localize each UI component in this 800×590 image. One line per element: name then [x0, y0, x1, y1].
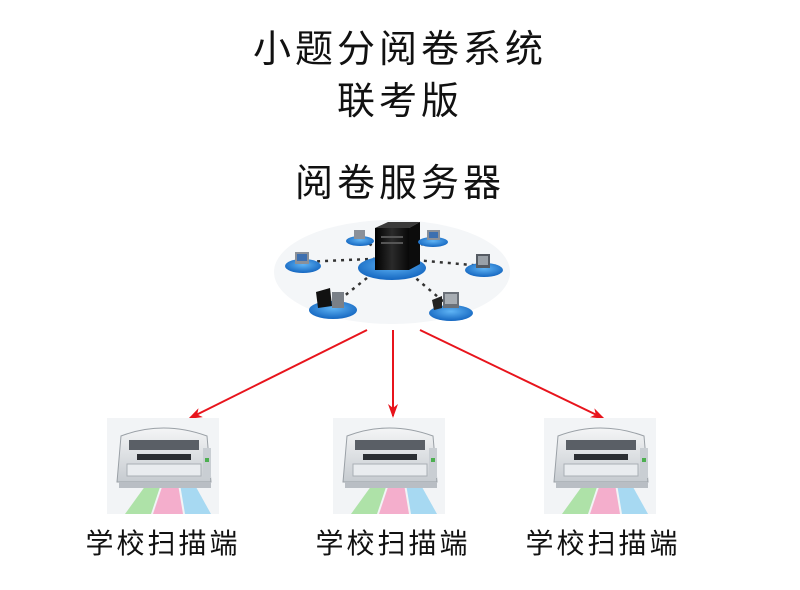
server-label: 阅卷服务器 [294, 161, 505, 205]
document-scanner-icon [333, 418, 445, 514]
distribution-arrows [188, 329, 605, 419]
client-node [346, 230, 374, 246]
client-node [418, 230, 448, 247]
document-scanner-icon [544, 418, 656, 514]
document-scanner-icon [107, 418, 219, 514]
arrow-to-scanner-1 [188, 329, 368, 419]
scanner-label-2: 学校扫描端 [315, 527, 471, 560]
edition-subtitle: 联考版 [336, 79, 463, 123]
scanner-label-1: 学校扫描端 [85, 527, 241, 560]
client-node [309, 288, 357, 319]
client-node [465, 254, 503, 277]
server-network-icon [274, 220, 510, 324]
arrow-to-scanner-3 [419, 329, 605, 419]
client-node [429, 292, 473, 321]
client-node [285, 252, 321, 273]
scanner-label-3: 学校扫描端 [525, 527, 681, 560]
system-title: 小题分阅卷系统 [252, 27, 547, 71]
